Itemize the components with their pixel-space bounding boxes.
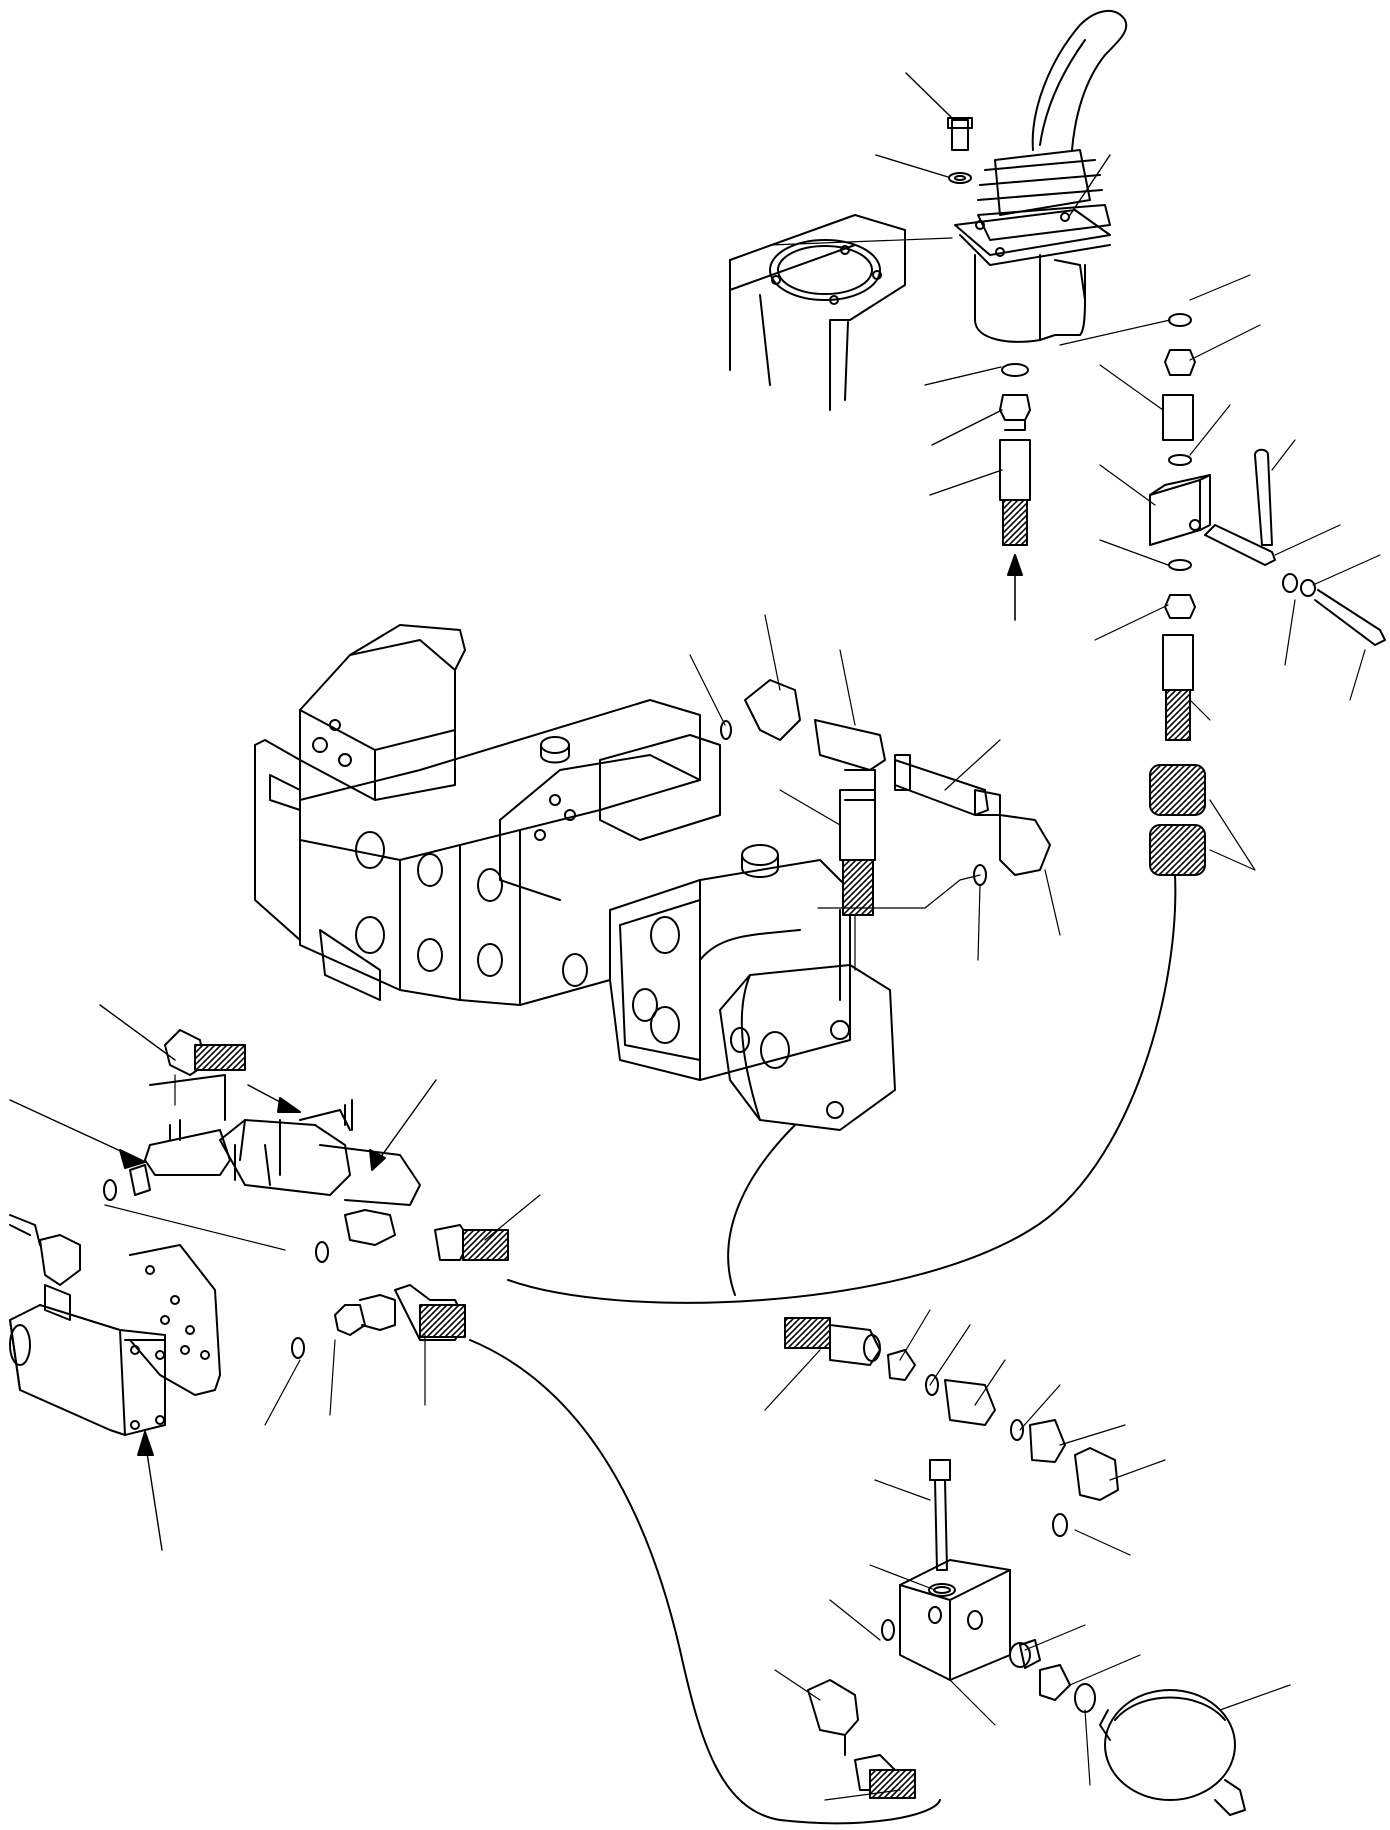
long-bolt (928, 1459, 956, 1597)
valve-top-fittings (720, 679, 1051, 916)
main-control-valve-block (254, 624, 896, 1131)
bolt-joystick (947, 117, 973, 184)
left-manifold-tee (103, 1029, 421, 1206)
joystick-pilot-block (1149, 313, 1211, 741)
joystick-handle (954, 10, 1128, 343)
lower-left-fittings (291, 1209, 509, 1359)
console-panel (729, 214, 953, 411)
lower-elbow-fitting (807, 1679, 916, 1799)
joystick-fitting-column (999, 363, 1031, 621)
lower-feed-fittings (784, 1317, 1119, 1537)
accumulator (1099, 1689, 1246, 1816)
pilot-manifold-block (881, 1559, 1096, 1713)
solenoid-valve (9, 1214, 221, 1436)
hoses (469, 874, 1177, 1825)
lever-pin (1204, 448, 1386, 646)
filter-sleeves (1149, 764, 1206, 876)
